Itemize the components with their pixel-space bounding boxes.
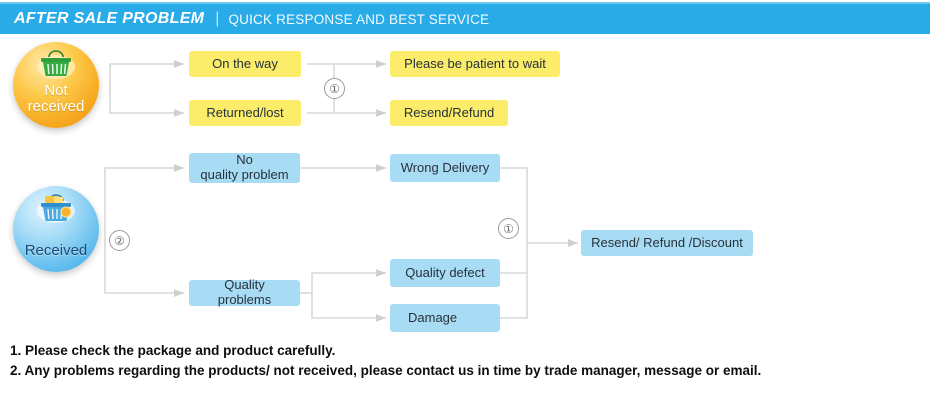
node-no-quality-problem[interactable]: No quality problem — [189, 153, 300, 183]
node-returned-lost[interactable]: Returned/lost — [189, 100, 301, 126]
status-received-label: Received — [24, 241, 88, 259]
step-number-top-branch: ① — [324, 78, 345, 99]
node-resend-refund-discount[interactable]: Resend/ Refund /Discount — [581, 230, 753, 256]
note-line-1: 1. Please check the package and product … — [10, 343, 336, 358]
node-quality-problems[interactable]: Quality problems — [189, 278, 300, 307]
shopping-basket-icon — [37, 50, 75, 79]
footer-notes: 1. Please check the package and product … — [10, 341, 910, 381]
header-divider: | — [215, 10, 220, 27]
step-number-received-branch: ② — [109, 230, 130, 251]
step-number-merge-branch: ① — [498, 218, 519, 239]
page-title: AFTER SALE PROBLEM — [14, 10, 205, 27]
connector-lines — [104, 60, 578, 322]
header-subtitle: QUICK RESPONSE AND BEST SERVICE — [228, 11, 490, 27]
node-on-the-way[interactable]: On the way — [189, 51, 301, 77]
node-please-be-patient[interactable]: Please be patient to wait — [390, 51, 560, 77]
status-not-received-label: Not received — [27, 82, 85, 115]
after-sale-flow-diagram: Not received Received On the way Ret — [0, 34, 941, 339]
node-resend-refund[interactable]: Resend/Refund — [390, 100, 508, 126]
node-damage[interactable]: Damage — [390, 304, 500, 332]
shopping-basket-filled-icon — [37, 194, 75, 223]
note-line-2: 2. Any problems regarding the products/ … — [10, 362, 762, 378]
status-not-received: Not received — [13, 42, 99, 128]
header-banner: AFTER SALE PROBLEM | QUICK RESPONSE AND … — [0, 2, 930, 34]
status-received: Received — [13, 186, 99, 272]
node-quality-defect[interactable]: Quality defect — [390, 259, 500, 287]
node-wrong-delivery[interactable]: Wrong Delivery — [390, 154, 500, 182]
